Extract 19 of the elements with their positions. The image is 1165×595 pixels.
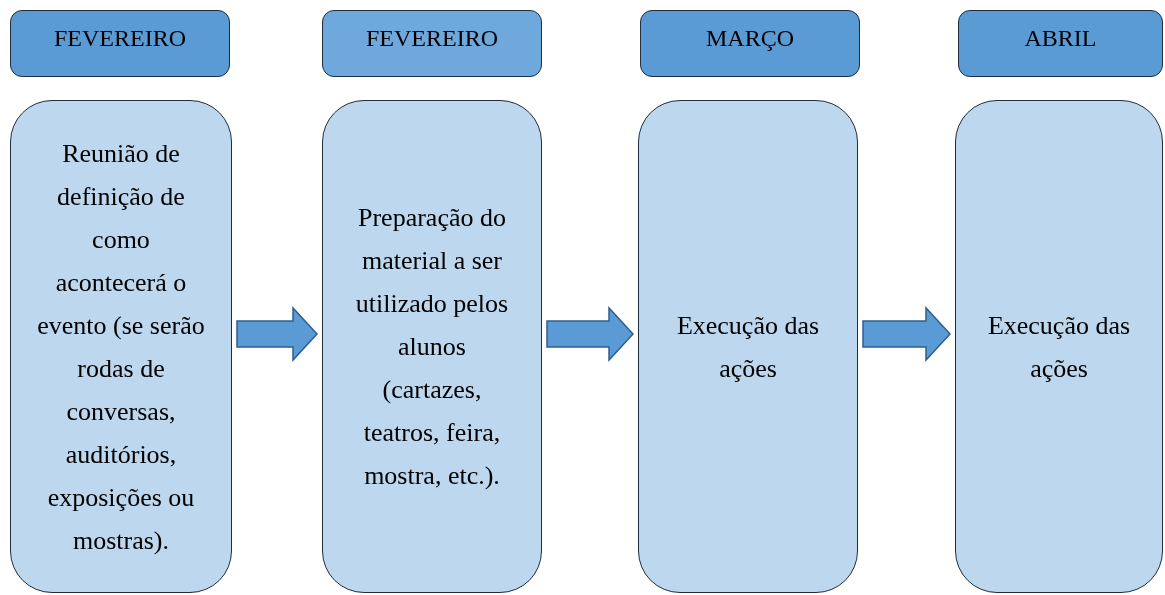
month-tab [322,10,542,77]
month-tab [640,10,860,77]
step-box [10,100,232,593]
step-text: Execução das ações [675,309,821,385]
month-tab [10,10,230,77]
step-box [955,100,1163,593]
step-text: Execução das ações [986,309,1132,385]
month-label: MARÇO [706,25,794,52]
month-label: FEVEREIRO [366,25,498,52]
step-text: Reunião de definição de como acontecerá o evento (se serão rodas de conversas, auditórios, exposições ou mostras). [37,137,205,557]
month-tab [958,10,1163,77]
step-box [638,100,858,593]
step-text: Preparação do material a ser utilizado pelos alunos (cartazes, teatros, feira, mostra, etc.). [354,202,510,492]
month-label: FEVEREIRO [54,25,186,52]
block-arrow [862,306,952,362]
block-arrow [236,306,319,362]
step-box [322,100,542,593]
month-label: ABRIL [1024,25,1097,52]
block-arrow [546,306,635,362]
